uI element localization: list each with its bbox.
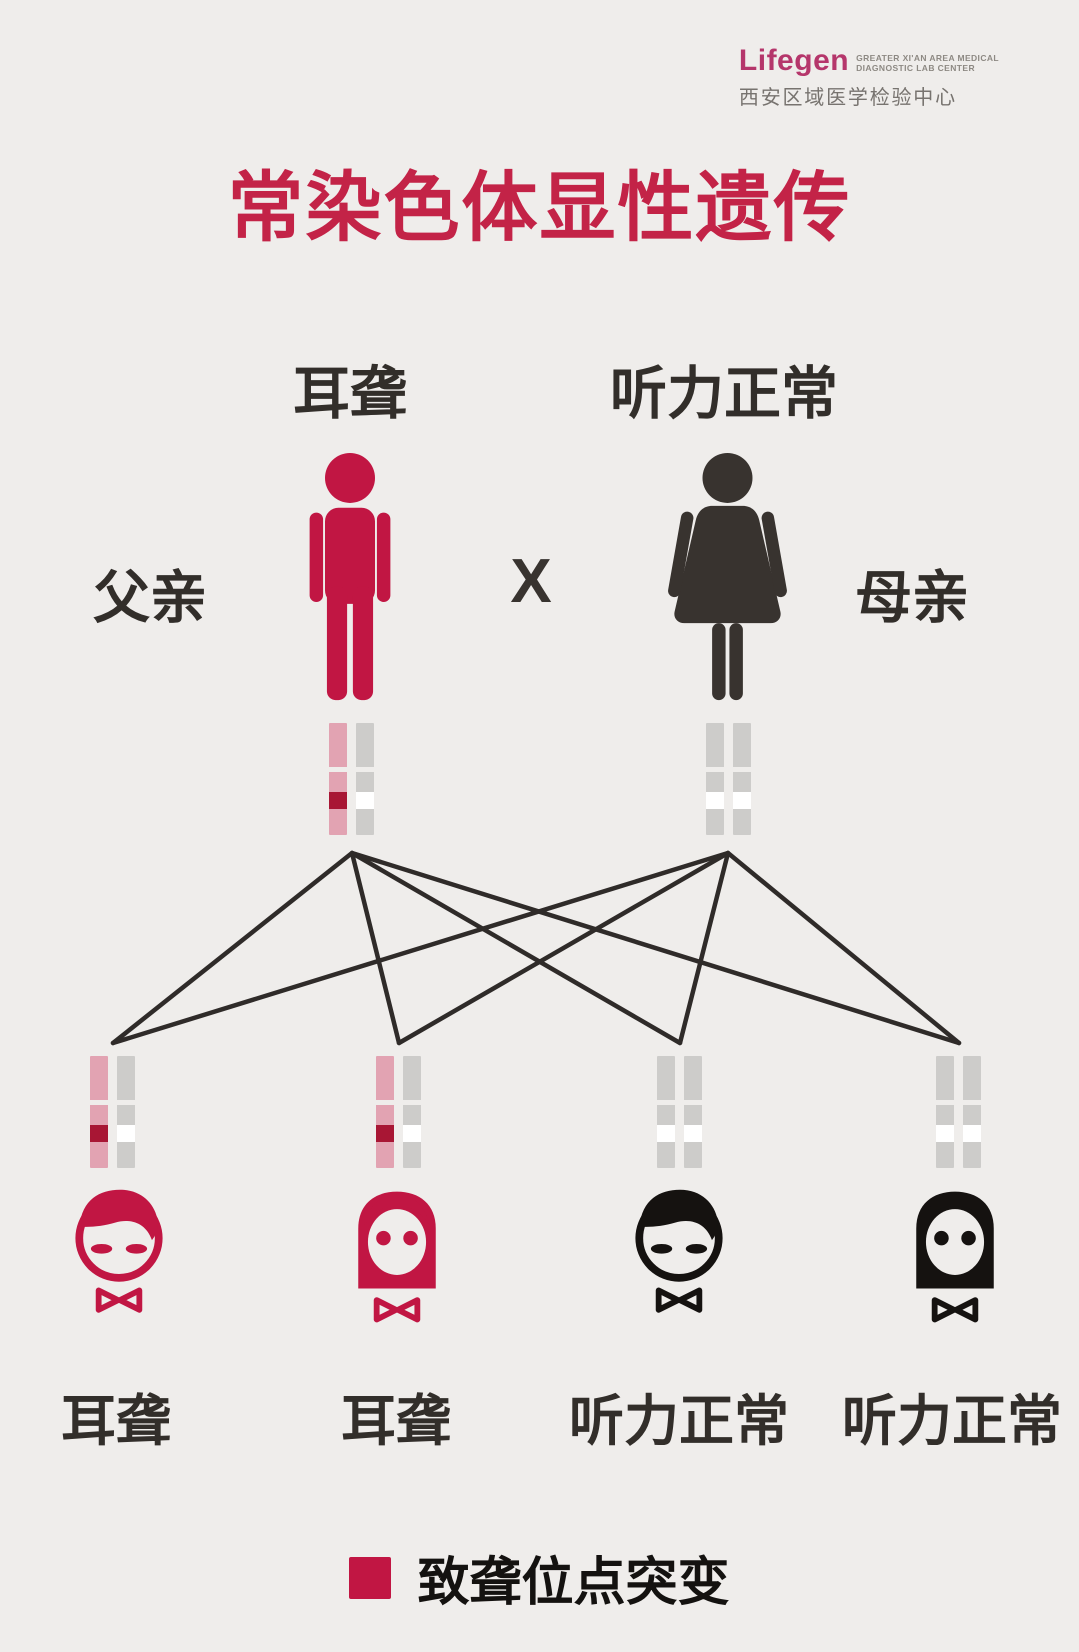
father-chromosome-pair: [329, 723, 374, 835]
mutation-swatch-icon: [349, 1556, 392, 1599]
chromosome-normal: [117, 1056, 135, 1168]
chromosome-normal: [733, 723, 751, 835]
chromosome-mutant: [329, 723, 347, 835]
child-4-phenotype-label: 听力正常: [841, 1390, 1063, 1452]
centromere: [356, 767, 374, 772]
inheritance-line: [349, 850, 683, 1046]
logo-tagline: GREATER XI'AN AREA MEDICAL DIAGNOSTIC LA…: [856, 53, 999, 76]
centromere: [706, 767, 724, 772]
child-1-phenotype-label: 耳聋: [60, 1390, 172, 1452]
chromosome-normal: [403, 1056, 421, 1168]
chromosome-normal: [684, 1056, 702, 1168]
logo-row: Lifegen GREATER XI'AN AREA MEDICAL DIAGN…: [739, 46, 999, 76]
mutation-band: [329, 792, 347, 809]
child-2-phenotype-label: 耳聋: [340, 1390, 452, 1452]
centromere: [376, 1100, 394, 1105]
normal-band: [356, 792, 374, 809]
father-role-label: 父亲: [93, 566, 207, 630]
legend-label: 致聋位点突变: [417, 1554, 730, 1612]
logo-tagline-line2: DIAGNOSTIC LAB CENTER: [856, 63, 975, 74]
normal-band: [684, 1125, 702, 1142]
inheritance-line: [349, 850, 402, 1046]
child-4-chromosome-pair: [936, 1056, 981, 1168]
normal-band: [403, 1125, 421, 1142]
chromosome-normal: [936, 1056, 954, 1168]
inheritance-line: [110, 850, 355, 1046]
normal-band: [706, 792, 724, 809]
centromere: [684, 1100, 702, 1105]
mutation-band: [376, 1125, 394, 1142]
centromere: [90, 1100, 108, 1105]
normal-band: [936, 1125, 954, 1142]
logo-brand: Lifegen: [738, 44, 850, 77]
child-1-boy-face-icon: [56, 1180, 182, 1340]
logo-subtitle: 西安区域医学检验中心: [738, 87, 957, 109]
chromosome-normal: [706, 723, 724, 835]
inheritance-line: [396, 850, 731, 1046]
father-figure-icon: [297, 452, 403, 707]
mutation-band: [90, 1125, 108, 1142]
chromosome-normal: [356, 723, 374, 835]
normal-band: [963, 1125, 981, 1142]
centromere: [657, 1100, 675, 1105]
inheritance-line: [677, 850, 731, 1046]
centromere: [403, 1100, 421, 1105]
mother-chromosome-pair: [706, 723, 751, 835]
centromere: [963, 1100, 981, 1105]
logo: Lifegen GREATER XI'AN AREA MEDICAL DIAGN…: [739, 46, 999, 110]
child-2-girl-face-icon: [334, 1180, 460, 1340]
child-2-chromosome-pair: [376, 1056, 421, 1168]
normal-band: [733, 792, 751, 809]
child-1-chromosome-pair: [90, 1056, 135, 1168]
child-3-boy-face-icon: [616, 1180, 742, 1340]
inheritance-line: [349, 850, 962, 1046]
child-3-phenotype-label: 听力正常: [568, 1390, 790, 1452]
chromosome-mutant: [90, 1056, 108, 1168]
centromere: [117, 1100, 135, 1105]
mother-phenotype-label: 听力正常: [610, 362, 838, 426]
inheritance-line: [725, 850, 962, 1046]
centromere: [936, 1100, 954, 1105]
father-phenotype-label: 耳聋: [293, 362, 407, 426]
mother-figure-icon: [660, 452, 795, 707]
logo-tagline-line1: GREATER XI'AN AREA MEDICAL: [856, 52, 999, 63]
chromosome-normal: [657, 1056, 675, 1168]
chromosome-mutant: [376, 1056, 394, 1168]
page-title: 常染色体显性遗传: [227, 166, 852, 251]
centromere: [733, 767, 751, 772]
normal-band: [117, 1125, 135, 1142]
legend: 致聋位点突变: [0, 1540, 1079, 1615]
normal-band: [657, 1125, 675, 1142]
child-3-chromosome-pair: [657, 1056, 702, 1168]
inheritance-line: [110, 850, 731, 1046]
inheritance-lines: [110, 850, 962, 1046]
child-4-girl-face-icon: [892, 1180, 1018, 1340]
cross-symbol: X: [510, 547, 552, 616]
chromosome-normal: [963, 1056, 981, 1168]
mother-role-label: 母亲: [855, 566, 969, 630]
centromere: [329, 767, 347, 772]
